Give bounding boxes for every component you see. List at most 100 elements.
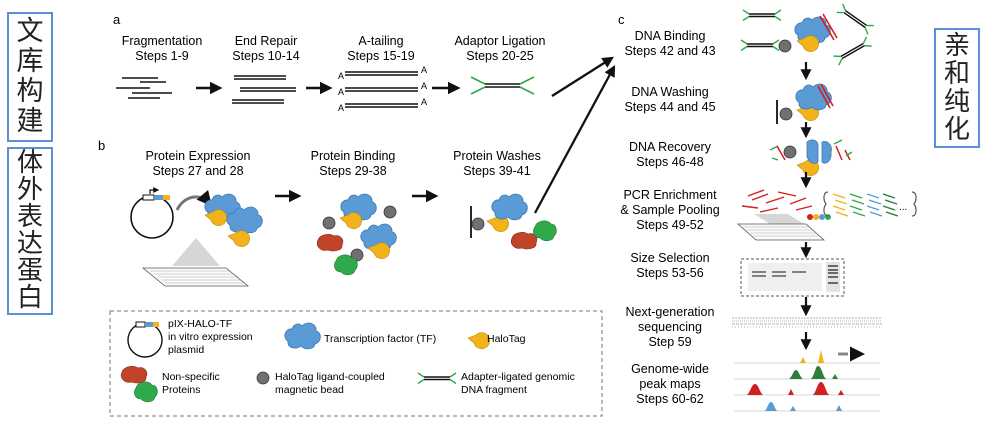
label-char: 纯: [943, 87, 970, 117]
expression-plate-beam: [172, 238, 220, 266]
label-char: 和: [943, 59, 970, 89]
adapter-dna-icon: [836, 3, 875, 35]
step-ngs-2: sequencing: [638, 320, 702, 334]
label-char: 库: [16, 46, 44, 77]
nonspecific-red-icon: [316, 234, 344, 252]
a-base: A: [421, 65, 427, 75]
step-fragmentation-steps: Steps 1-9: [135, 49, 189, 63]
sequencing-reads: [732, 317, 882, 328]
step-end-repair: End Repair: [235, 34, 298, 48]
panel-c-letter: c: [618, 12, 625, 27]
bead-icon: [322, 216, 336, 230]
panel-a-letter: a: [113, 12, 121, 27]
legend-tf: Transcription factor (TF): [284, 322, 436, 350]
bead-icon: [779, 107, 793, 121]
bead-icon: [778, 39, 792, 53]
panel-b-step-labels: Protein Expression Steps 27 and 28 Prote…: [146, 149, 541, 178]
legend-plasmid-desc2: plasmid: [168, 344, 204, 356]
adapter-dna-icon: [740, 39, 780, 52]
legend-nonspecific-label2: Proteins: [162, 384, 201, 396]
legend-adapter-label2: DNA fragment: [461, 384, 527, 396]
a-base: A: [338, 71, 344, 81]
adapter-dna-icon: [742, 9, 782, 22]
a-base: A: [338, 87, 344, 97]
step-protein-expression-steps: Steps 27 and 28: [152, 164, 243, 178]
legend-plasmid: pIX-HALO-TF in vitro expression plasmid: [127, 318, 253, 358]
expression-plate: [141, 267, 250, 287]
legend-tf-label: Transcription factor (TF): [324, 333, 436, 345]
step-protein-binding: Protein Binding: [311, 149, 396, 163]
a-base: A: [421, 97, 427, 107]
panel-b-letter: b: [98, 138, 105, 153]
nonspecific-red-icon: [120, 366, 148, 384]
legend-bead: HaloTag ligand-coupled magnetic bead: [256, 371, 385, 396]
label-char: 化: [943, 115, 970, 145]
nonspecific-green-icon: [134, 381, 158, 403]
a-overhangs: A A A A A A: [338, 65, 427, 113]
label-char: 建: [16, 106, 44, 137]
step-pcr-steps: Steps 49-52: [636, 218, 703, 232]
label-library-construction: 文 库 构 建: [7, 12, 53, 142]
step-protein-washes: Protein Washes: [453, 149, 541, 163]
dna-washing-graphic: [776, 83, 834, 124]
label-char: 体: [16, 148, 43, 178]
step-dna-washing: DNA Washing: [631, 85, 708, 99]
pcr-enrichment-graphic: ...: [736, 189, 917, 241]
step-peak-maps-steps: Steps 60-62: [636, 392, 703, 406]
end-repaired-dna: [232, 75, 296, 104]
label-char: 达: [16, 229, 43, 259]
legend-halotag: HaloTag: [467, 332, 526, 349]
tf-icon: [795, 83, 832, 111]
step-adaptor-ligation-steps: Steps 20-25: [466, 49, 533, 63]
step-peak-maps-2: peak maps: [639, 377, 700, 391]
step-dna-binding-steps: Steps 42 and 43: [624, 44, 715, 58]
legend-nonspecific-label: Non-specific: [162, 371, 220, 383]
step-adaptor-ligation: Adaptor Ligation: [454, 34, 545, 48]
a-base: A: [421, 81, 427, 91]
label-char: 文: [16, 16, 44, 47]
legend-plasmid-name: pIX-HALO-TF: [168, 318, 232, 330]
step-ngs: Next-generation: [626, 305, 715, 319]
label-char: 外: [16, 175, 43, 205]
tf-icon: [284, 322, 321, 350]
adaptor-ligated-dna: [470, 76, 535, 95]
step-end-repair-steps: Steps 10-14: [232, 49, 299, 63]
step-dna-binding: DNA Binding: [635, 29, 706, 43]
legend-adapter-label: Adapter-ligated genomic: [461, 371, 575, 383]
label-char: 亲: [943, 31, 970, 61]
step-protein-washes-steps: Steps 39-41: [463, 164, 530, 178]
protein-binding-mix: [316, 193, 397, 276]
step-dna-washing-steps: Steps 44 and 45: [624, 100, 715, 114]
pool-ellipsis: ...: [899, 202, 907, 213]
step-dna-recovery: DNA Recovery: [629, 140, 712, 154]
halotag-icon: [339, 212, 362, 229]
legend-box: [109, 310, 603, 417]
plasmid-icon: [130, 187, 174, 239]
legend-plasmid-desc: in vitro expression: [168, 331, 253, 343]
arrow-b-to-c: [533, 64, 616, 214]
fragmented-dna: [116, 77, 172, 99]
legend-bead-label: HaloTag ligand-coupled: [275, 371, 385, 383]
label-char: 构: [16, 76, 44, 107]
step-protein-binding-steps: Steps 29-38: [319, 164, 386, 178]
halotag-icon: [227, 230, 250, 247]
protein-washes: [470, 193, 557, 250]
panel-a-step-labels: Fragmentation Steps 1-9 End Repair Steps…: [122, 34, 546, 63]
bead-icon: [471, 217, 485, 231]
tf-icon: [491, 193, 528, 221]
bead-icon: [783, 145, 797, 159]
panel-c-step-labels: DNA Binding Steps 42 and 43 DNA Washing …: [620, 29, 719, 406]
step-fragmentation: Fragmentation: [122, 34, 203, 48]
step-dna-recovery-steps: Steps 46-48: [636, 155, 703, 169]
bead-icon: [256, 371, 270, 385]
bead-icon: [383, 205, 397, 219]
label-in-vitro-protein-expression: 体 外 表 达 蛋 白: [7, 147, 53, 315]
label-char: 表: [16, 202, 43, 232]
legend-halotag-label: HaloTag: [487, 333, 526, 345]
legend-adapter: Adapter-ligated genomic DNA fragment: [417, 371, 575, 396]
nonspecific-red-icon: [510, 232, 538, 250]
step-size-selection: Size Selection: [630, 251, 709, 265]
label-affinity-purification: 亲 和 纯 化: [934, 28, 980, 148]
